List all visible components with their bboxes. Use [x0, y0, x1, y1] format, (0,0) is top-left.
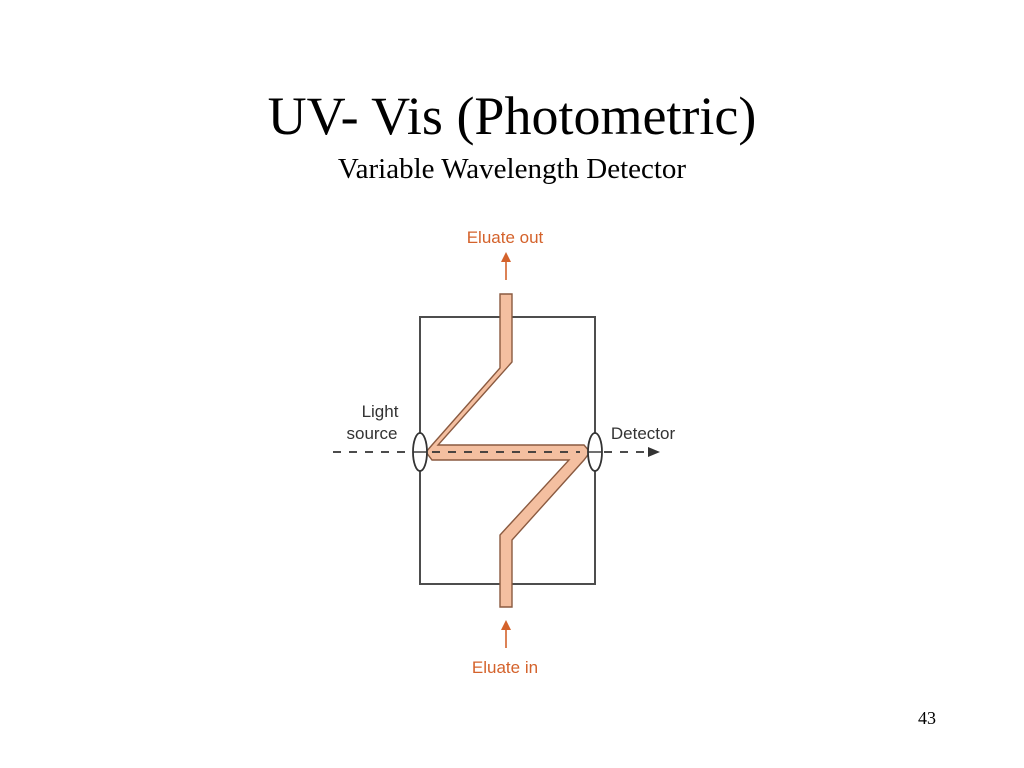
eluate-in-arrow — [501, 620, 511, 648]
light-source-label-line1: Light — [362, 402, 399, 421]
eluate-out-label: Eluate out — [467, 228, 544, 247]
slide-title: UV- Vis (Photometric) — [267, 86, 757, 146]
detector-window — [587, 432, 603, 472]
slide-subtitle: Variable Wavelength Detector — [337, 153, 687, 185]
detector-arrowhead — [648, 447, 660, 457]
page-number: 43 — [918, 708, 936, 728]
flow-path — [425, 293, 591, 608]
eluate-out-arrow — [501, 252, 511, 280]
light-beam — [333, 447, 660, 457]
eluate-in-label: Eluate in — [472, 658, 538, 677]
light-source-window — [412, 432, 428, 472]
light-source-label-line2: source — [346, 424, 397, 443]
detector-label: Detector — [611, 424, 676, 443]
